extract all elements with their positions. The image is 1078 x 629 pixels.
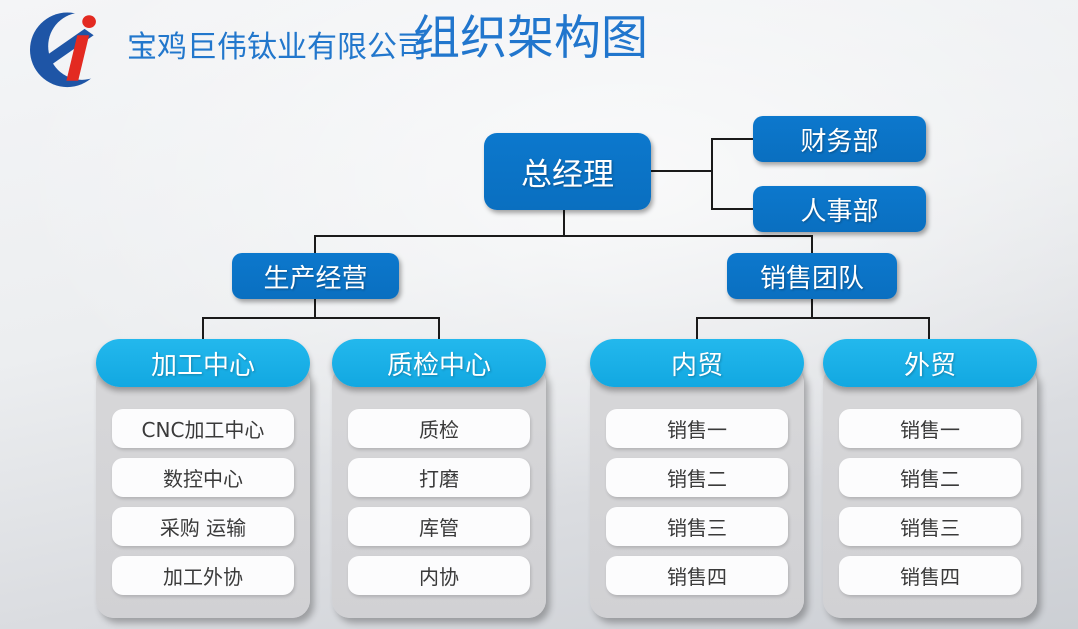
connector-to-processing	[202, 319, 204, 341]
juwei-logo-icon	[30, 12, 105, 88]
connector-staff-vertical	[711, 138, 713, 210]
connector-to-foreign	[928, 319, 930, 341]
team-processing-panel: CNC加工中心 数控中心 采购 运输 加工外协	[96, 365, 310, 618]
team-qc-panel: 质检 打磨 库管 内协	[332, 365, 546, 618]
team-domestic-pill: 内贸	[590, 339, 804, 387]
team-item: 销售四	[606, 556, 788, 595]
dept-finance-box: 财务部	[753, 116, 926, 162]
connector-production-horizontal	[202, 317, 440, 319]
team-item: 加工外协	[112, 556, 294, 595]
division-production-box: 生产经营	[232, 253, 399, 299]
team-item: 销售一	[839, 409, 1021, 448]
team-item: 销售二	[839, 458, 1021, 497]
team-item: 销售一	[606, 409, 788, 448]
division-sales-box: 销售团队	[727, 253, 897, 299]
connector-to-production	[314, 237, 316, 253]
dept-hr-box: 人事部	[753, 186, 926, 232]
org-root-box: 总经理	[484, 133, 651, 210]
team-item: CNC加工中心	[112, 409, 294, 448]
team-domestic-panel: 销售一 销售二 销售三 销售四	[590, 365, 804, 618]
connector-to-qc	[438, 319, 440, 341]
team-item: 销售四	[839, 556, 1021, 595]
team-item: 质检	[348, 409, 530, 448]
connector-to-domestic	[696, 319, 698, 341]
team-processing-pill: 加工中心	[96, 339, 310, 387]
team-item: 库管	[348, 507, 530, 546]
connector-sales-down	[811, 299, 813, 317]
team-item: 内协	[348, 556, 530, 595]
page-title: 组织架构图	[413, 11, 648, 66]
team-item: 销售三	[606, 507, 788, 546]
connector-to-salesteam	[811, 237, 813, 253]
connector-to-finance	[713, 138, 753, 140]
logo-i-dot	[82, 15, 96, 28]
connector-divisions-horizontal	[314, 235, 813, 237]
team-item: 打磨	[348, 458, 530, 497]
connector-root-down	[563, 210, 565, 237]
team-item: 采购 运输	[112, 507, 294, 546]
team-item: 数控中心	[112, 458, 294, 497]
logo-i-stem	[66, 35, 90, 81]
team-item: 销售三	[839, 507, 1021, 546]
connector-sales-horizontal	[696, 317, 930, 319]
connector-production-down	[314, 299, 316, 317]
team-foreign-panel: 销售一 销售二 销售三 销售四	[823, 365, 1037, 618]
team-item: 销售二	[606, 458, 788, 497]
connector-root-right	[651, 170, 712, 172]
connector-to-hr	[713, 208, 753, 210]
company-name: 宝鸡巨伟钛业有限公司	[127, 30, 427, 65]
team-foreign-pill: 外贸	[823, 339, 1037, 387]
team-qc-pill: 质检中心	[332, 339, 546, 387]
